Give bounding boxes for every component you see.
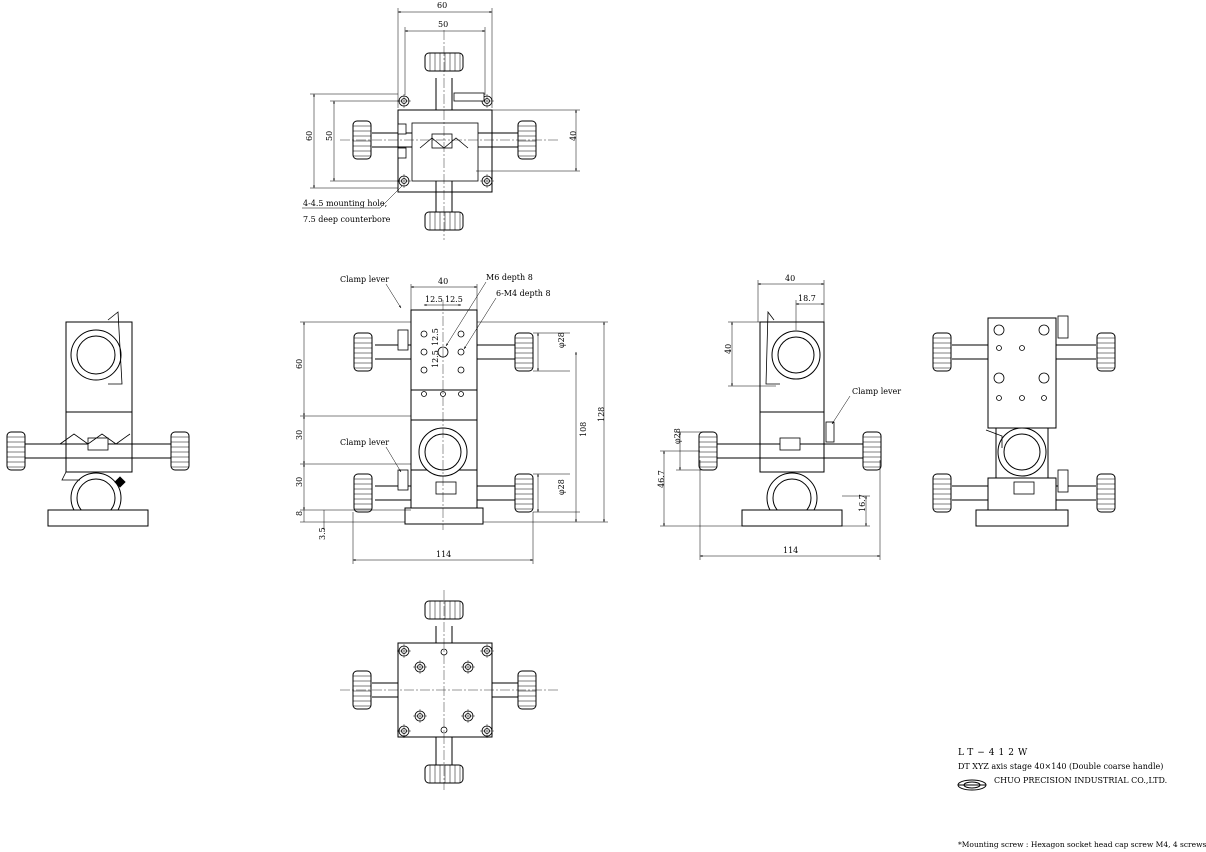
dim-pitch-a: 12.5 (425, 295, 443, 304)
clamp-lever-label-mid: Clamp lever (340, 438, 389, 447)
back-view (932, 315, 1116, 527)
mounting-hole-note-1: 4-4.5 mounting hole, (303, 199, 387, 208)
dim-128: 128 (597, 407, 606, 422)
dim-60: 60 (295, 359, 304, 369)
clamp-lever-label-top: Clamp lever (340, 275, 389, 284)
dim-side-40-v: 40 (724, 344, 733, 354)
top-view: 60 50 60 50 40 4-4.5 mounting hole, 7.5 … (302, 1, 580, 240)
dim-108: 108 (579, 422, 588, 437)
front-view: Clamp lever Clamp lever M6 depth 8 6-M4 … (295, 273, 608, 564)
title-block: LT−412W DT XYZ axis stage 40×140 (Double… (958, 746, 1188, 788)
manufacturer-logo (957, 779, 987, 791)
dim-top-width-outer: 60 (437, 1, 447, 10)
dim-8: 8 (295, 511, 304, 516)
dim-vert-b: 12.5 (431, 350, 440, 368)
product-description: DT XYZ axis stage 40×140 (Double coarse … (958, 762, 1164, 771)
dim-3-5: 3.5 (318, 527, 327, 540)
manufacturer-name: CHUO PRECISION INDUSTRIAL CO.,LTD. (994, 776, 1168, 785)
manufacturer-row: CHUO PRECISION INDUSTRIAL CO.,LTD. (958, 774, 1188, 788)
dim-front-114: 114 (436, 550, 451, 559)
dim-vert-a: 12.5 (431, 328, 440, 346)
dim-30-b: 30 (295, 477, 304, 487)
dim-top-height-outer: 60 (305, 131, 314, 141)
dim-side-phi28: φ28 (673, 428, 682, 444)
mounting-screw-note: *Mounting screw : Hexagon socket head ca… (958, 840, 1206, 849)
dim-front-width: 40 (438, 277, 448, 286)
m6-depth-note: M6 depth 8 (486, 273, 533, 282)
dim-pitch-b: 12.5 (445, 295, 463, 304)
dim-16-7: 16.7 (858, 494, 867, 512)
left-side-view (6, 311, 190, 527)
dim-phi28-bottom: φ28 (557, 479, 566, 495)
dim-top-right: 40 (569, 131, 578, 141)
model-number: LT−412W (958, 748, 1032, 758)
dim-top-width-inner: 50 (438, 20, 448, 29)
dim-46-7: 46.7 (657, 470, 666, 488)
dim-30-a: 30 (295, 430, 304, 440)
dim-top-height-inner: 50 (325, 131, 334, 141)
dim-18-7: 18.7 (798, 294, 816, 303)
dim-side-114: 114 (783, 546, 798, 555)
dim-side-40: 40 (785, 274, 795, 283)
side-clamp-lever-label: Clamp lever (852, 387, 901, 396)
right-side-view: 40 18.7 40 Clamp lever φ28 46.7 16.7 114 (657, 274, 901, 560)
dim-phi28-top: φ28 (557, 332, 566, 348)
mounting-hole-note-2: 7.5 deep counterbore (303, 215, 391, 224)
bottom-view (340, 590, 560, 790)
m4-depth-note: 6-M4 depth 8 (496, 289, 551, 298)
